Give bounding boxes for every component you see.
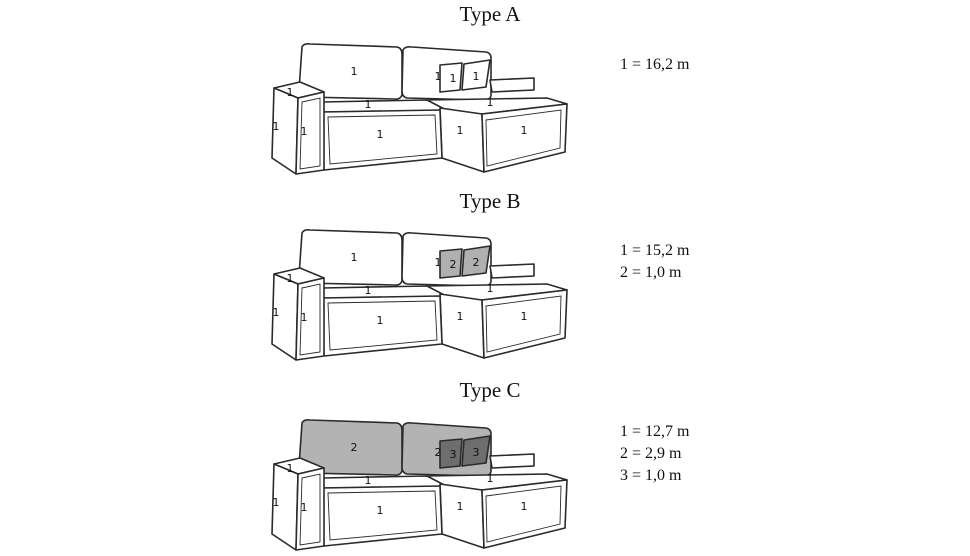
type-b-title: Type B	[459, 189, 521, 213]
label-chaise-front: 1	[521, 500, 528, 513]
label-arm-top: 1	[287, 462, 294, 475]
label-back-cushion-left: 1	[351, 65, 358, 78]
label-arm-side: 1	[273, 120, 280, 133]
label-back-cushion-left: 1	[351, 251, 358, 264]
base-front-inset	[327, 490, 438, 541]
label-throw-pillow-front: 2	[473, 256, 480, 269]
label-throw-pillow-back: 3	[450, 448, 457, 461]
left-arm-inset	[299, 473, 321, 546]
label-base-front: 1	[377, 504, 384, 517]
label-throw-pillow-front: 1	[473, 70, 480, 83]
label-chaise-seat: 1	[487, 282, 494, 295]
throw-pillow-front	[461, 435, 491, 467]
label-chaise-front: 1	[521, 124, 528, 137]
left-arm-front	[295, 91, 325, 175]
label-chaise-seat: 1	[487, 472, 494, 485]
throw-pillow-back	[439, 248, 463, 279]
chaise-front-panel	[481, 103, 568, 173]
legend-type-b: 1 = 15,2 m 2 = 1,0 m	[620, 240, 689, 284]
right-arm-rest	[489, 77, 535, 93]
legend-line: 1 = 12,7 m	[620, 423, 690, 440]
type-a-title: Type A	[459, 2, 521, 26]
left-arm-inset	[299, 283, 321, 356]
label-arm-top: 1	[287, 272, 294, 285]
label-seat: 1	[365, 284, 372, 297]
label-seat: 1	[365, 474, 372, 487]
chaise-front-panel	[481, 479, 568, 549]
left-arm-front	[295, 277, 325, 361]
chaise-front-inset	[485, 295, 562, 353]
label-arm-side: 1	[273, 306, 280, 319]
legend-line: 3 = 1,0 m	[620, 467, 682, 484]
label-arm-front: 1	[301, 501, 308, 514]
chaise-side-panel	[439, 483, 485, 549]
legend-type-a: 1 = 16,2 m	[620, 54, 689, 76]
label-base-front: 1	[377, 128, 384, 141]
throw-pillow-front	[461, 59, 491, 91]
right-arm-rest	[489, 453, 535, 469]
label-throw-pillow-back: 2	[450, 258, 457, 271]
right-arm-rest	[489, 263, 535, 279]
throw-pillow-back	[439, 438, 463, 469]
label-back-cushion-left: 2	[351, 441, 358, 454]
label-base-front: 1	[377, 314, 384, 327]
label-chaise-side: 1	[457, 310, 464, 323]
label-throw-pillow-back: 1	[450, 72, 457, 85]
left-arm-inset	[299, 97, 321, 170]
chaise-side-panel	[439, 293, 485, 359]
legend-line: 1 = 15,2 m	[620, 242, 690, 259]
type-c-title: Type C	[459, 378, 521, 402]
label-back-cushion-right: 2	[435, 446, 442, 459]
legend-line: 2 = 1,0 m	[620, 264, 682, 281]
throw-pillow-front	[461, 245, 491, 277]
label-arm-front: 1	[301, 125, 308, 138]
chaise-front-inset	[485, 485, 562, 543]
label-chaise-seat: 1	[487, 96, 494, 109]
chaise-front-panel	[481, 289, 568, 359]
label-arm-top: 1	[287, 86, 294, 99]
chaise-front-inset	[485, 109, 562, 167]
label-chaise-front: 1	[521, 310, 528, 323]
base-front-inset	[327, 114, 438, 165]
label-chaise-side: 1	[457, 124, 464, 137]
label-arm-front: 1	[301, 311, 308, 324]
label-back-cushion-right: 1	[435, 70, 442, 83]
label-chaise-side: 1	[457, 500, 464, 513]
label-arm-side: 1	[273, 496, 280, 509]
legend-type-c: 1 = 12,7 m 2 = 2,9 m 3 = 1,0 m	[620, 421, 689, 487]
label-throw-pillow-front: 3	[473, 446, 480, 459]
base-front-inset	[327, 300, 438, 351]
legend-line: 1 = 16,2 m	[620, 56, 690, 73]
label-seat: 1	[365, 98, 372, 111]
chaise-side-panel	[439, 107, 485, 173]
label-back-cushion-right: 1	[435, 256, 442, 269]
legend-line: 2 = 2,9 m	[620, 445, 682, 462]
throw-pillow-back	[439, 62, 463, 93]
